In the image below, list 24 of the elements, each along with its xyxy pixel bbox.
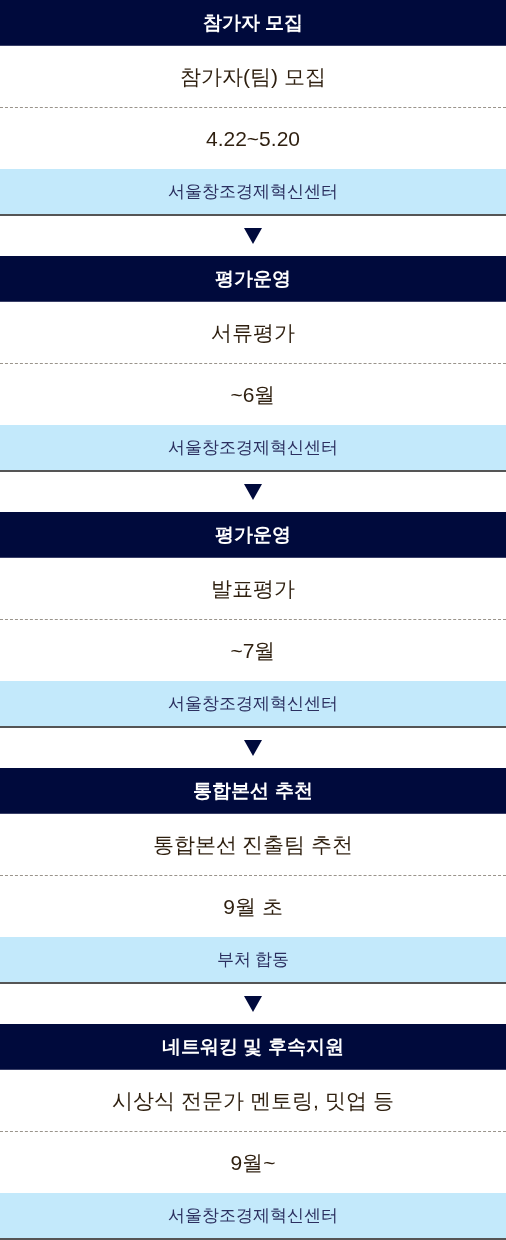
arrow xyxy=(244,484,262,500)
organizer-band: 서울창조경제혁신센터 xyxy=(0,681,506,728)
organizer-band: 서울창조경제혁신센터 xyxy=(0,169,506,216)
date-text: ~6월 xyxy=(230,382,276,408)
date-text: ~7월 xyxy=(230,638,276,664)
date-text: 4.22~5.20 xyxy=(206,126,300,152)
step-title: 발표평가 xyxy=(211,576,295,602)
organizer-band: 서울창조경제혁신센터 xyxy=(0,425,506,472)
stage-header: 통합본선 추천 xyxy=(0,768,506,814)
step-title: 시상식 전문가 멘토링, 밋업 등 xyxy=(112,1088,394,1114)
stage-header: 네트워킹 및 후속지원 xyxy=(0,1024,506,1070)
stage-header: 평가운영 xyxy=(0,512,506,558)
date-text: 9월 초 xyxy=(223,894,283,920)
arrow xyxy=(244,228,262,244)
stage-header: 참가자 모집 xyxy=(0,0,506,46)
organizer-band: 부처 합동 xyxy=(0,937,506,984)
step-title: 통합본선 진출팀 추천 xyxy=(152,832,354,858)
organizer-band: 서울창조경제혁신센터 xyxy=(0,1193,506,1240)
stage-header: 평가운영 xyxy=(0,256,506,302)
arrow xyxy=(244,996,262,1012)
arrow xyxy=(244,740,262,756)
step-title: 서류평가 xyxy=(211,320,295,346)
date-text: 9월~ xyxy=(230,1150,276,1176)
step-title: 참가자(팀) 모집 xyxy=(180,64,326,90)
